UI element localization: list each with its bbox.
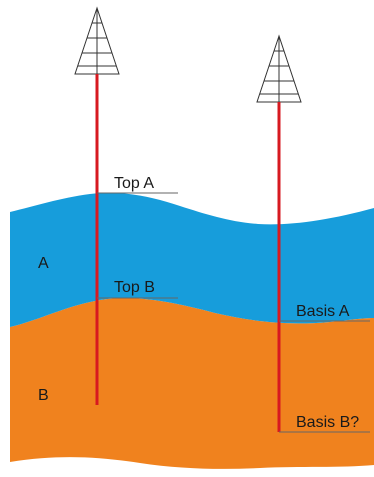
derrick-icon [74,6,120,75]
layer-a-label: A [38,255,49,272]
derrick-icon [256,34,302,103]
basis-b-label: Basis B? [296,414,359,431]
top-b-label: Top B [114,279,155,296]
layer-a [10,192,374,327]
layer-b [10,298,374,469]
layer-b-label: B [38,387,49,404]
top-a-label: Top A [114,175,154,192]
basis-a-label: Basis A [296,303,350,320]
